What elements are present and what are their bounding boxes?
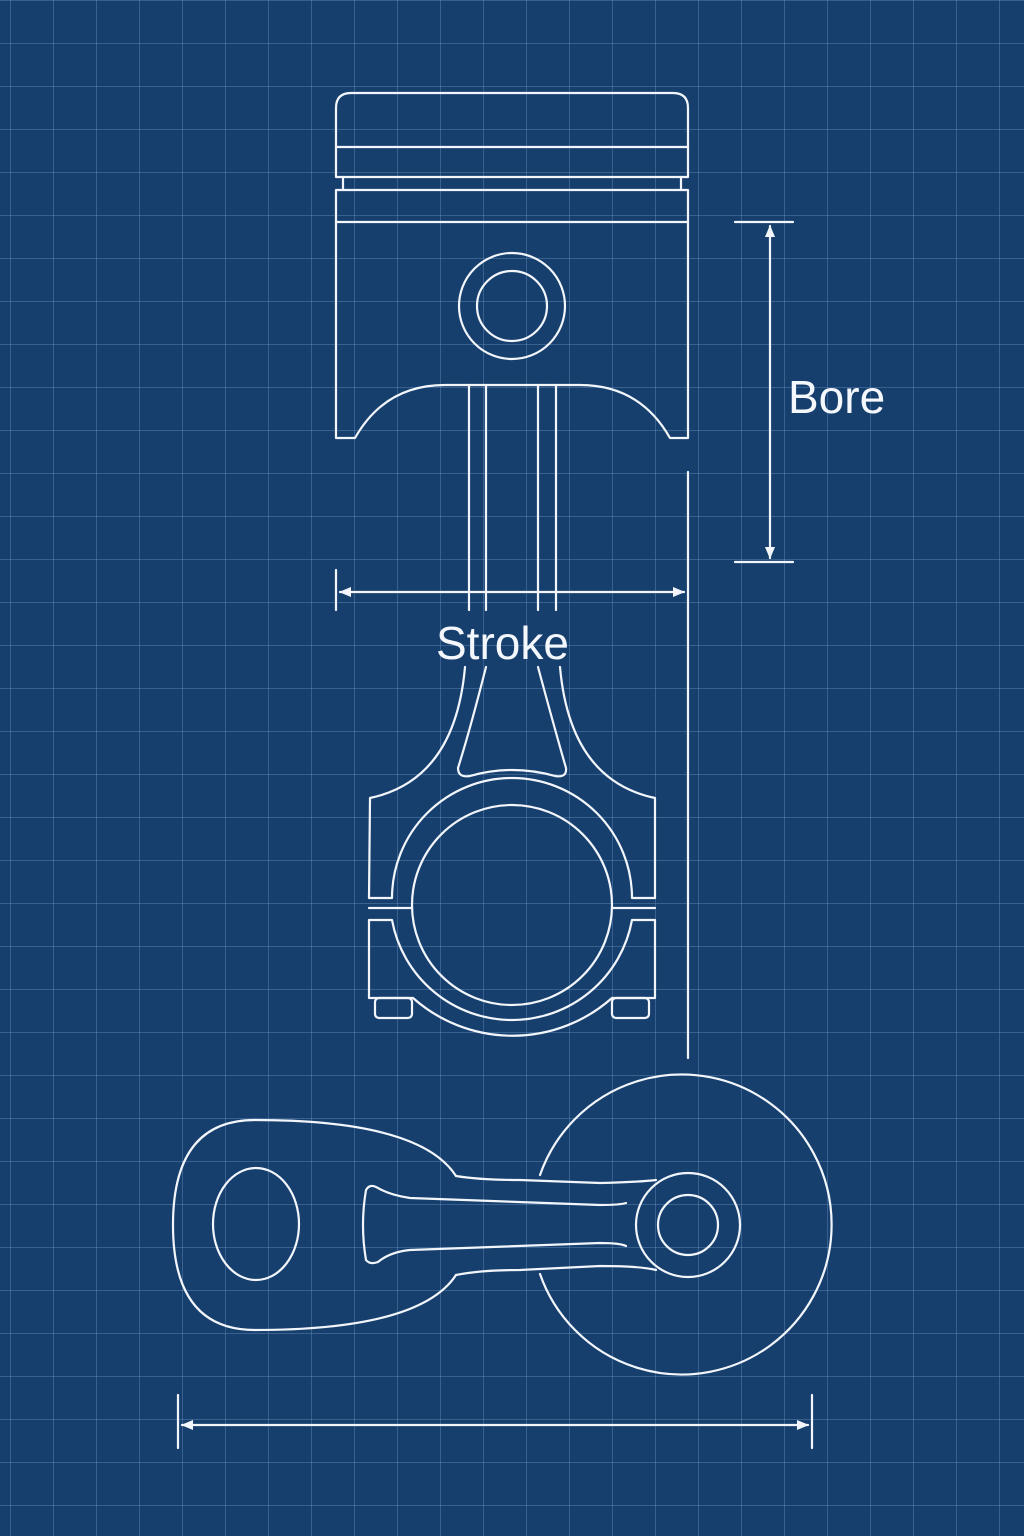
piston-pin-boss xyxy=(457,251,567,361)
crank-throw xyxy=(171,1118,458,1332)
piston xyxy=(334,91,690,440)
length-dimension xyxy=(176,1393,814,1450)
stroke-label: Stroke xyxy=(436,617,569,669)
rod-side-web xyxy=(361,1184,628,1265)
piston-skirt xyxy=(334,188,690,440)
connecting-rod-front xyxy=(367,383,657,1037)
big-end-cap xyxy=(367,776,657,1037)
piston-ring-groove xyxy=(341,175,683,192)
crank-disc xyxy=(538,1073,833,1376)
cap-bolt-right xyxy=(610,996,651,1020)
rod-beam-outer xyxy=(367,665,657,900)
bore-dimension xyxy=(733,220,795,564)
small-end-hole xyxy=(656,1193,720,1257)
piston-pin-hole xyxy=(475,269,549,343)
crank-eye-hole xyxy=(211,1166,301,1282)
crankshaft-rod-side xyxy=(171,1073,833,1376)
cap-bolt-left xyxy=(373,996,414,1020)
small-end-eye xyxy=(634,1171,742,1279)
piston-ring-land xyxy=(334,145,690,179)
big-end-bore xyxy=(410,803,614,1007)
piston-crown xyxy=(334,91,690,149)
stroke-dimension xyxy=(334,470,690,1060)
bore-label: Bore xyxy=(788,371,886,423)
rod-shank xyxy=(467,383,558,612)
rod-beam-web xyxy=(456,665,568,778)
